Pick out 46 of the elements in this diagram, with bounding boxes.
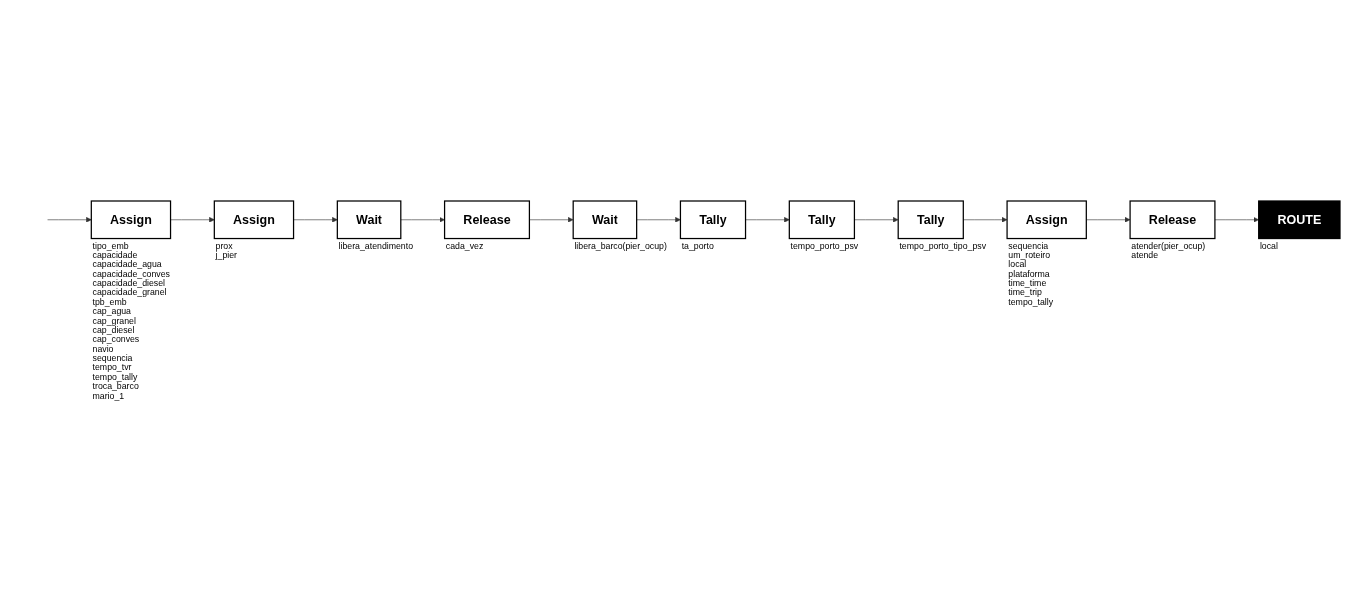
node-box: Assign <box>1005 200 1087 239</box>
variable-label: cap_conves <box>92 334 139 345</box>
node-box: Tally <box>679 200 746 239</box>
variable-label: capacidade_diesel <box>92 277 165 288</box>
variable-label: time_trip <box>1007 287 1042 298</box>
variable-label: tipo_emb <box>92 240 129 251</box>
variable-label: ta_porto <box>681 240 714 251</box>
variable-label: capacidade_agua <box>92 259 162 270</box>
node-box: Tally <box>897 200 964 239</box>
variable-label: troca_barco <box>92 381 139 392</box>
node-box: Wait <box>336 200 401 239</box>
variable-label: tpb_emb <box>92 296 127 307</box>
variable-label: tempo_tally <box>92 371 137 382</box>
node-box: Tally <box>788 200 855 239</box>
variable-label: j_pier <box>215 249 237 260</box>
node-box: Wait <box>572 200 637 239</box>
variable-label: local <box>1007 259 1026 270</box>
variable-label: capacidade_conves <box>92 268 170 279</box>
node-box: Assign <box>213 200 294 239</box>
variable-label: tempo_porto_psv <box>790 240 858 251</box>
variable-label: sequencia <box>92 352 132 363</box>
variable-label: cada_vez <box>445 240 483 251</box>
variable-label: tempo_tvr <box>92 362 131 373</box>
variable-label: cap_granel <box>92 315 136 326</box>
variable-label: navio <box>92 343 113 354</box>
node-box: Release <box>1128 200 1216 239</box>
variable-label: capacidade_granel <box>92 287 166 298</box>
variable-label: atende <box>1130 249 1158 260</box>
variable-label: sequencia <box>1007 240 1048 251</box>
variable-label: mario_1 <box>92 390 124 401</box>
variable-label: cap_diesel <box>92 324 134 335</box>
variable-label: capacidade <box>92 249 137 260</box>
variable-label: local <box>1259 240 1278 251</box>
node-box: Release <box>443 200 530 239</box>
variable-label: plataforma <box>1007 268 1050 279</box>
variable-label: cap_agua <box>92 306 131 316</box>
variable-label: prox <box>215 240 233 251</box>
node-box: Assign <box>90 200 171 239</box>
variable-label: libera_barco(pier_ocup) <box>573 240 667 251</box>
variable-label: tempo_porto_tipo_psv <box>898 240 986 251</box>
variable-label: tempo_tally <box>1007 296 1053 307</box>
variable-label: um_roteiro <box>1007 249 1050 260</box>
variable-label: atender(pier_ocup) <box>1130 240 1205 251</box>
variable-label: libera_atendimento <box>338 240 413 251</box>
node-box: ROUTE <box>1257 200 1341 239</box>
variable-label: time_time <box>1007 277 1046 288</box>
